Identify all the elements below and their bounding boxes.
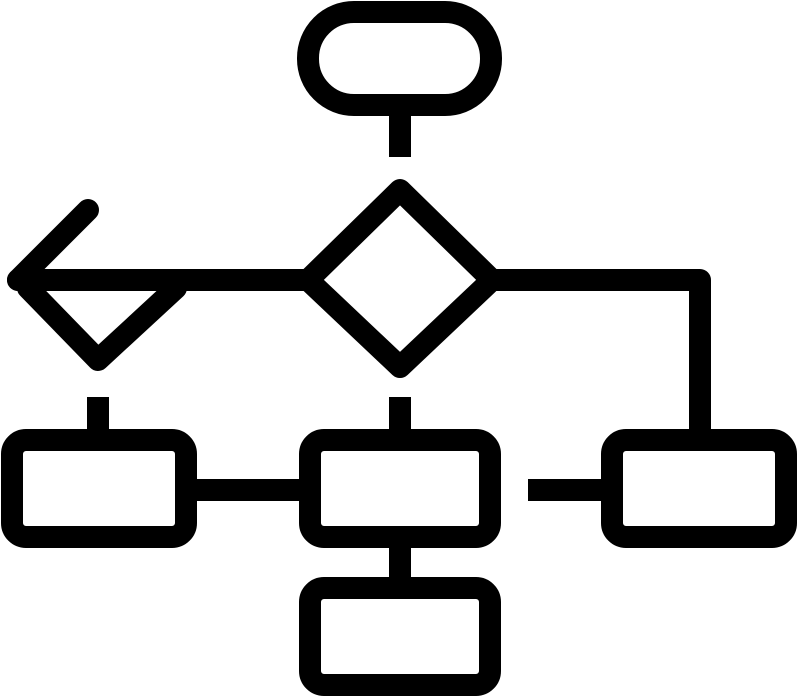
- arrow-target-triangle: [17, 277, 187, 371]
- process-box-bottom: [299, 577, 501, 696]
- process-box-center: [299, 429, 501, 548]
- process-box-left: [1, 429, 197, 548]
- process-box-right: [601, 429, 797, 548]
- decision-diamond: [297, 179, 503, 378]
- arrowhead-left-icon: [7, 199, 99, 291]
- start-terminator: [297, 1, 502, 116]
- connector-decision-right-process: [492, 269, 711, 438]
